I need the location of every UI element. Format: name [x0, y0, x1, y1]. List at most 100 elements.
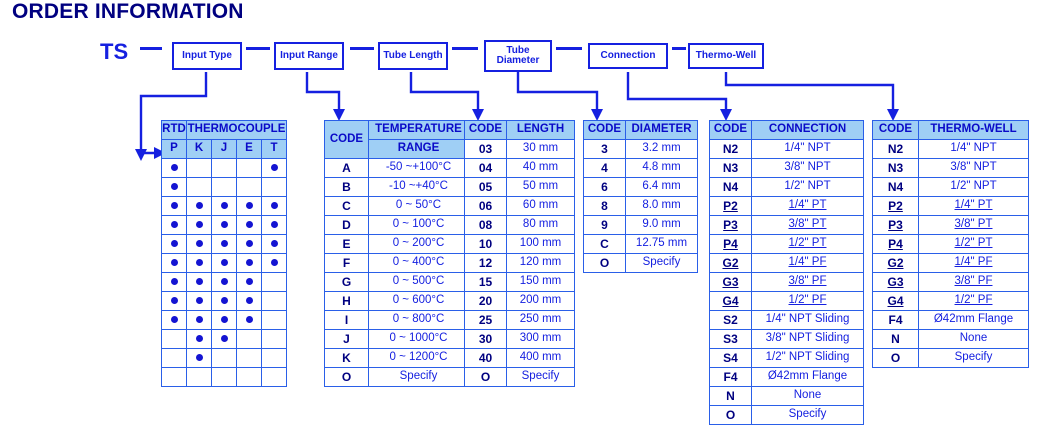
table-row — [161, 215, 287, 235]
code-box-connection[interactable]: Connection — [588, 43, 668, 69]
cell-value: 0 ~ 600°C — [368, 291, 469, 311]
dot-icon — [195, 316, 203, 324]
empty-cell — [261, 348, 287, 368]
dot-icon — [195, 259, 203, 267]
cell-value: 400 mm — [506, 348, 575, 368]
dot-marker-cell — [236, 196, 262, 216]
empty-cell — [186, 367, 212, 387]
cell-value: 60 mm — [506, 196, 575, 216]
dot-icon — [270, 221, 278, 229]
dot-marker-cell — [211, 329, 237, 349]
dot-icon — [170, 221, 178, 229]
cell-code: 20 — [464, 291, 507, 311]
col-header-code: CODE — [872, 120, 919, 140]
cell-value: 1/2" NPT — [918, 177, 1029, 197]
cell-code: S2 — [709, 310, 752, 330]
cell-code: 9 — [583, 215, 626, 235]
empty-cell — [236, 329, 262, 349]
empty-cell — [211, 177, 237, 197]
empty-cell — [211, 158, 237, 178]
code-box-thermo-well[interactable]: Thermo-Well — [688, 43, 764, 69]
empty-cell — [261, 329, 287, 349]
cell-code: 10 — [464, 234, 507, 254]
cell-value: 0 ~ 800°C — [368, 310, 469, 330]
table-row — [161, 253, 287, 273]
code-box-tube-length[interactable]: Tube Length — [378, 42, 448, 70]
cell-code: C — [324, 196, 369, 216]
cell-value: 80 mm — [506, 215, 575, 235]
cell-code: O — [464, 367, 507, 387]
col-header-code: CODE — [709, 120, 752, 140]
dot-marker-cell — [161, 291, 187, 311]
col-header-diameter: DIAMETER — [625, 120, 698, 140]
dot-marker-cell — [161, 196, 187, 216]
dot-marker-cell — [186, 291, 212, 311]
cell-value: 1/2" PF — [918, 291, 1029, 311]
cell-code: 25 — [464, 310, 507, 330]
dot-icon — [220, 202, 228, 210]
page-title: ORDER INFORMATION — [12, 0, 244, 23]
cell-value: 120 mm — [506, 253, 575, 273]
dot-icon — [245, 259, 253, 267]
dot-marker-cell — [236, 310, 262, 330]
cell-code: N — [872, 329, 919, 349]
table-row: A-50 ~+100°C — [324, 158, 469, 178]
dot-marker-cell — [161, 177, 187, 197]
dot-icon — [170, 164, 178, 172]
code-separator-dash-6 — [672, 47, 686, 50]
dot-marker-cell — [161, 272, 187, 292]
dot-icon — [195, 297, 203, 305]
cell-code: P2 — [709, 196, 752, 216]
cell-value: 40 mm — [506, 158, 575, 178]
cell-code: N4 — [709, 177, 752, 197]
cell-value: Specify — [506, 367, 575, 387]
code-box-input-range[interactable]: Input Range — [274, 42, 344, 70]
table-row — [161, 177, 287, 197]
cell-code: G3 — [709, 272, 752, 292]
dot-marker-cell — [211, 196, 237, 216]
code-box-input-type[interactable]: Input Type — [172, 42, 242, 70]
cell-code: N3 — [709, 158, 752, 178]
cell-code: N2 — [709, 139, 752, 159]
dot-marker-cell — [236, 215, 262, 235]
cell-code: N3 — [872, 158, 919, 178]
cell-value: 1/4" PF — [751, 253, 864, 273]
code-box-label: Connection — [600, 49, 656, 61]
cell-value: 3/8" PT — [918, 215, 1029, 235]
cell-code: 3 — [583, 139, 626, 159]
table-row — [161, 291, 287, 311]
cell-code: F4 — [872, 310, 919, 330]
cell-code: 40 — [464, 348, 507, 368]
dot-marker-cell — [161, 253, 187, 273]
cell-code: O — [872, 348, 919, 368]
cell-value: Specify — [918, 348, 1029, 368]
dot-icon — [245, 221, 253, 229]
empty-cell — [211, 367, 237, 387]
dot-icon — [170, 202, 178, 210]
dot-marker-cell — [236, 234, 262, 254]
cell-code: O — [324, 367, 369, 387]
dot-icon — [220, 221, 228, 229]
dot-marker-cell — [211, 215, 237, 235]
